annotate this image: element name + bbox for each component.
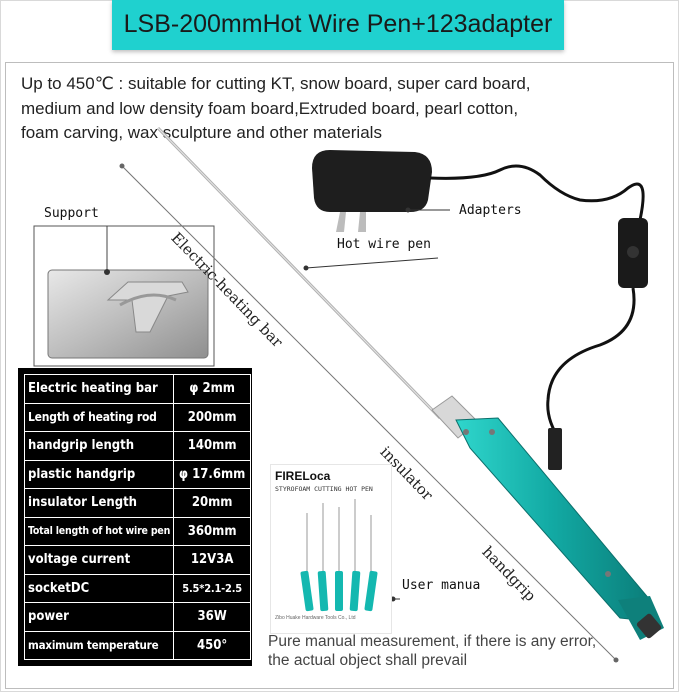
adapters-label: Adapters — [459, 203, 522, 218]
description-line-2: medium and low density foam board,Extrud… — [21, 98, 519, 118]
spec-value: φ 2mm — [173, 374, 252, 404]
spec-value: 450° — [173, 630, 252, 660]
spec-value: 36W — [173, 602, 252, 632]
title-banner: LSB-200mmHot Wire Pen+123adapter — [112, 0, 564, 50]
spec-name: handgrip length — [23, 431, 175, 461]
spec-value: 5.5*2.1-2.5 — [173, 573, 252, 603]
spec-name: Total length of hot wire pen — [23, 516, 175, 546]
spec-value: 12V3A — [173, 545, 252, 575]
content-panel — [5, 62, 674, 689]
manual-brand: FIRELoca — [275, 469, 331, 483]
description-line-3: foam carving, wax sculpture and other ma… — [21, 123, 382, 142]
user-manual-card: FIRELoca STYROFOAM CUTTING HOT PEN Zibo … — [270, 464, 392, 634]
hot-wire-pen-label: Hot wire pen — [337, 237, 431, 252]
spec-name: Length of heating rod — [23, 402, 175, 432]
spec-name: power — [23, 602, 175, 632]
spec-value: 200mm — [173, 402, 252, 432]
manual-pens-illustration — [300, 499, 378, 612]
page-title: LSB-200mmHot Wire Pen+123adapter — [123, 10, 553, 38]
support-stand — [47, 269, 209, 359]
spec-value: 20mm — [173, 488, 252, 518]
disclaimer-line-1: Pure manual measurement, if there is any… — [268, 633, 597, 650]
spec-value: 360mm — [173, 516, 252, 546]
user-manual-label: User manua — [402, 578, 481, 593]
spec-name: Electric heating bar — [23, 374, 175, 404]
spec-value: φ 17.6mm — [173, 459, 252, 489]
manual-subtitle: STYROFOAM CUTTING HOT PEN — [275, 485, 373, 493]
manual-company: Zibo Huake Hardware Tools Co., Ltd — [275, 615, 356, 621]
spec-name: plastic handgrip — [23, 459, 175, 489]
hot-wire-pen — [156, 126, 664, 640]
disclaimer-line-2: the actual object shall prevail — [268, 652, 468, 669]
spec-name: insulator Length — [23, 488, 175, 518]
spec-name: maximum temperature — [23, 630, 175, 660]
spec-name: voltage current — [23, 545, 175, 575]
description-line-1: Up to 450℃ : suitable for cutting KT, sn… — [21, 74, 531, 93]
description: Up to 450℃ : suitable for cutting KT, sn… — [21, 72, 621, 146]
support-label: Support — [44, 206, 99, 221]
spec-value: 140mm — [173, 431, 252, 461]
disclaimer: Pure manual measurement, if there is any… — [268, 632, 596, 670]
adapter-device — [312, 150, 648, 470]
spec-name: socketDC — [23, 573, 175, 603]
